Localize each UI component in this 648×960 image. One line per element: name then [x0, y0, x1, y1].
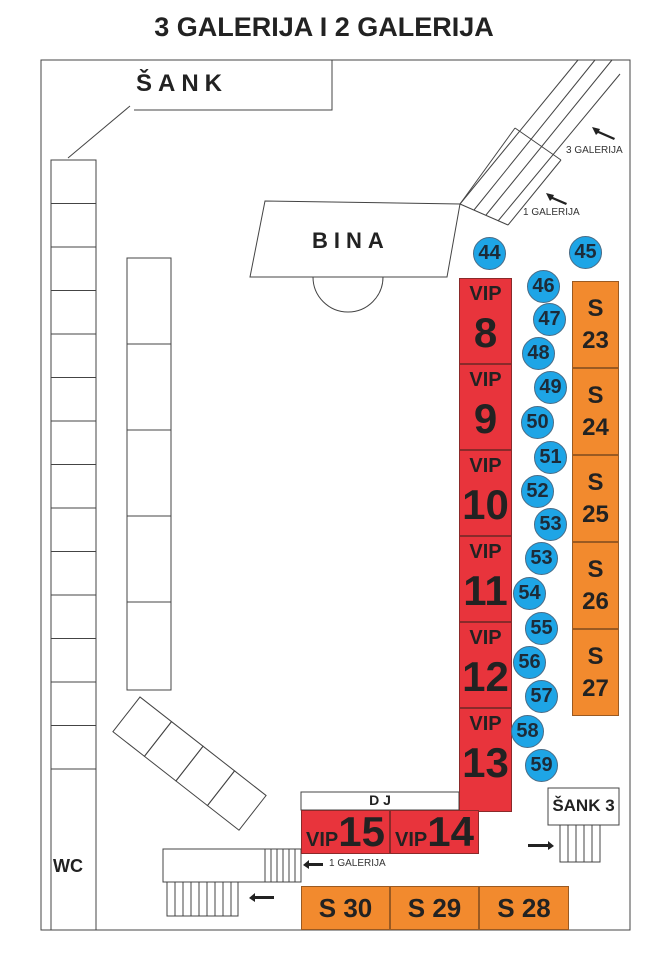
round-table-57[interactable]: 57 — [525, 680, 558, 713]
bar3-label: ŠANK 3 — [552, 796, 615, 815]
vip-table-10[interactable]: VIP 10 — [459, 450, 512, 536]
gallery1-bottom-label: 1 GALERIJA — [329, 858, 386, 869]
standard-table-29[interactable]: S 29 — [390, 886, 479, 930]
stage-label: BINA — [312, 228, 390, 253]
vip-table-8[interactable]: VIP 8 — [459, 278, 512, 364]
gallery1-top-label: 1 GALERIJA — [523, 207, 580, 218]
arrow-icon — [546, 193, 567, 205]
round-table-54[interactable]: 54 — [513, 577, 546, 610]
gallery3-label: 3 GALERIJA — [566, 145, 623, 156]
table-number: 26 — [582, 587, 609, 615]
arrow-icons — [249, 127, 615, 902]
table-prefix: S — [587, 643, 604, 671]
round-table-59[interactable]: 59 — [525, 749, 558, 782]
standard-table-28[interactable]: S 28 — [479, 886, 569, 930]
round-table-46[interactable]: 46 — [527, 270, 560, 303]
vip-prefix: VIP — [469, 627, 502, 649]
page-title: 3 GALERIJA I 2 GALERIJA — [154, 12, 494, 42]
table-number: 8 — [473, 309, 498, 356]
table-number: 24 — [582, 413, 609, 441]
dj-label: D J — [369, 792, 391, 808]
round-table-56[interactable]: 56 — [513, 646, 546, 679]
standard-table-24[interactable]: S 24 — [572, 368, 619, 455]
vip-prefix: VIP — [469, 455, 502, 477]
table-number: 9 — [473, 395, 498, 442]
table-prefix: S — [587, 295, 604, 323]
round-table-49[interactable]: 49 — [534, 371, 567, 404]
vip-prefix: VIP — [469, 283, 502, 305]
wc-label: WC — [53, 856, 83, 876]
standard-table-26[interactable]: S 26 — [572, 542, 619, 629]
round-table-58[interactable]: 58 — [511, 715, 544, 748]
table-number: 12 — [462, 653, 509, 700]
round-table-53[interactable]: 53 — [534, 508, 567, 541]
stage-outline — [249, 200, 461, 278]
table-prefix: S — [587, 382, 604, 410]
bar-label: ŠANK — [136, 70, 229, 97]
arrow-icon — [249, 893, 274, 902]
table-number: 23 — [582, 326, 609, 354]
standard-table-25[interactable]: S 25 — [572, 455, 619, 542]
round-table-47[interactable]: 47 — [533, 303, 566, 336]
vip-prefix: VIP — [469, 369, 502, 391]
vip-table-11[interactable]: VIP 11 — [459, 536, 512, 622]
table-number: 27 — [582, 674, 609, 702]
vip-table-9[interactable]: VIP 9 — [459, 364, 512, 450]
table-number: 10 — [462, 481, 509, 528]
round-table-55[interactable]: 55 — [525, 612, 558, 645]
round-table-51[interactable]: 51 — [534, 441, 567, 474]
round-table-52[interactable]: 52 — [521, 475, 554, 508]
table-number: 15 — [338, 808, 385, 855]
standard-table-30[interactable]: S 30 — [301, 886, 390, 930]
table-number: 14 — [427, 808, 474, 855]
standard-table-27[interactable]: S 27 — [572, 629, 619, 716]
arrow-icon — [528, 841, 554, 850]
table-prefix: S — [587, 556, 604, 584]
table-number: 25 — [582, 500, 609, 528]
arrow-icon — [303, 860, 323, 869]
table-number: 13 — [462, 739, 509, 786]
bar-counter-outline — [134, 60, 333, 111]
round-table-50[interactable]: 50 — [521, 406, 554, 439]
vip-prefix: VIP — [395, 829, 428, 851]
table-prefix: S — [587, 469, 604, 497]
room-outline — [40, 59, 631, 931]
vip-prefix: VIP — [469, 713, 502, 735]
round-table-48[interactable]: 48 — [522, 337, 555, 370]
round-table-45[interactable]: 45 — [569, 236, 602, 269]
arrow-icon — [592, 127, 615, 140]
vip-prefix: VIP — [306, 829, 339, 851]
vip-table-13[interactable]: VIP 13 — [459, 708, 512, 812]
round-table-53[interactable]: 53 — [525, 542, 558, 575]
standard-table-23[interactable]: S 23 — [572, 281, 619, 368]
vip-table-12[interactable]: VIP 12 — [459, 622, 512, 708]
round-table-44[interactable]: 44 — [473, 237, 506, 270]
vip-prefix: VIP — [469, 541, 502, 563]
table-number: 11 — [463, 567, 508, 614]
